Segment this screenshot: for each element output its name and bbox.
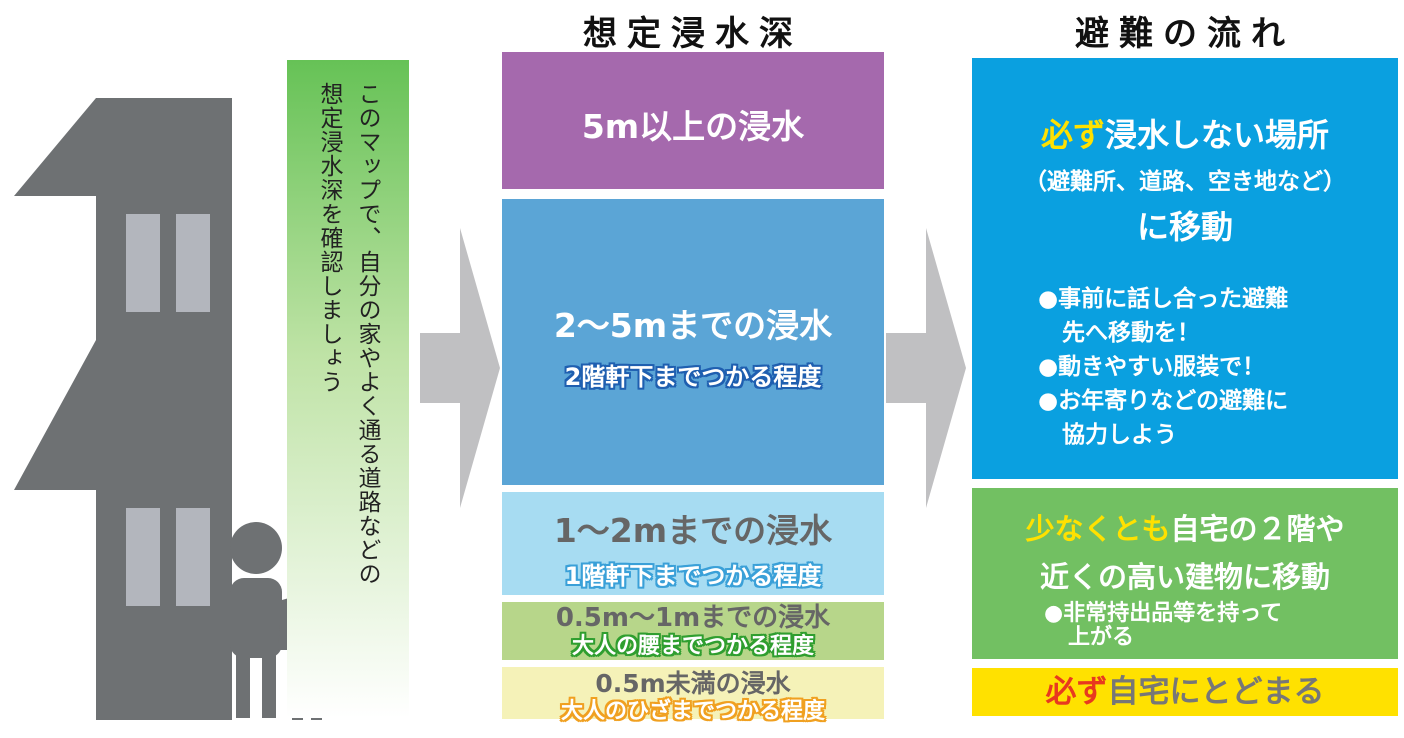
depth-label: 1～2mまでの浸水 [553, 511, 833, 550]
bullet-item: ●事前に話し合った避難 [1038, 286, 1289, 312]
flow-paren-text: （避難所、道路、空き地など） [1024, 169, 1346, 195]
depth-sub: 2階軒下までつかる程度 [564, 363, 822, 391]
arrow-right-icon [886, 228, 966, 508]
side-note-line2: 想定浸水深を確認しましょう [316, 82, 342, 394]
bullet-item: ●動きやすい服装で！ [1038, 354, 1266, 380]
flow-title-text: 浸水しない場所 [1105, 116, 1330, 154]
side-note-panel: このマップで、自分の家やよく通る道路などの 想定浸水深を確認しましょう [287, 60, 409, 718]
depth-label: 0.5m～1mまでの浸水 [555, 603, 831, 633]
depth-1-2m: 1～2mまでの浸水 1階軒下までつかる程度 [502, 492, 884, 595]
bullet-item: ●お年寄りなどの避難に [1038, 388, 1289, 414]
flow-move-text: に移動 [1136, 208, 1233, 246]
arrow-right-icon [420, 228, 500, 508]
flow-title-text: 自宅の２階や [1170, 512, 1345, 546]
flow-line2-text: 近くの高い建物に移動 [1039, 560, 1330, 594]
flow-title-text: 自宅にとどまる [1107, 674, 1325, 710]
flow-stay-home-box: 必ず自宅にとどまる [972, 668, 1398, 716]
bullet-item-cont: 上がる [1068, 625, 1135, 650]
emphasis-text: 必ず [1045, 674, 1108, 710]
depth-label: 5m以上の浸水 [581, 107, 805, 146]
bullet-item: ●非常持出品等を持って [1044, 601, 1283, 626]
depth-under-0.5m: 0.5m未満の浸水 大人のひざまでつかる程度 [502, 667, 884, 724]
depth-label: 0.5m未満の浸水 [595, 669, 791, 698]
flow-upstairs-box: 少なくとも自宅の２階や 近くの高い建物に移動 ●非常持出品等を持って 上がる [972, 488, 1398, 659]
bullet-item-cont: 先へ移動を！ [1062, 320, 1200, 346]
depth-sub: 1階軒下までつかる程度 [564, 562, 822, 590]
depth-sub: 大人のひざまでつかる程度 [560, 699, 825, 724]
emphasis-text: 必ず [1040, 116, 1105, 154]
depth-sub: 大人の腰までつかる程度 [571, 634, 814, 659]
window-icon [126, 214, 210, 606]
flow-title: 避難の流れ [1075, 14, 1295, 54]
house-illustration [14, 98, 345, 720]
side-note-line1: このマップで、自分の家やよく通る道路などの [354, 82, 380, 586]
depth-2-5m: 2～5mまでの浸水 2階軒下までつかる程度 [502, 199, 884, 485]
flow-evacuate-box: 必ず浸水しない場所 （避難所、道路、空き地など） に移動 ●事前に話し合った避難… [972, 58, 1398, 479]
depth-title: 想定浸水深 [583, 14, 803, 54]
depth-label: 2～5mまでの浸水 [553, 306, 833, 345]
house-icon [14, 98, 232, 720]
depth-5m-plus: 5m以上の浸水 [502, 52, 884, 189]
emphasis-text: 少なくとも [1025, 512, 1171, 546]
bullet-item-cont: 協力しよう [1062, 422, 1177, 448]
depth-0.5-1m: 0.5m～1mまでの浸水 大人の腰までつかる程度 [502, 602, 884, 660]
